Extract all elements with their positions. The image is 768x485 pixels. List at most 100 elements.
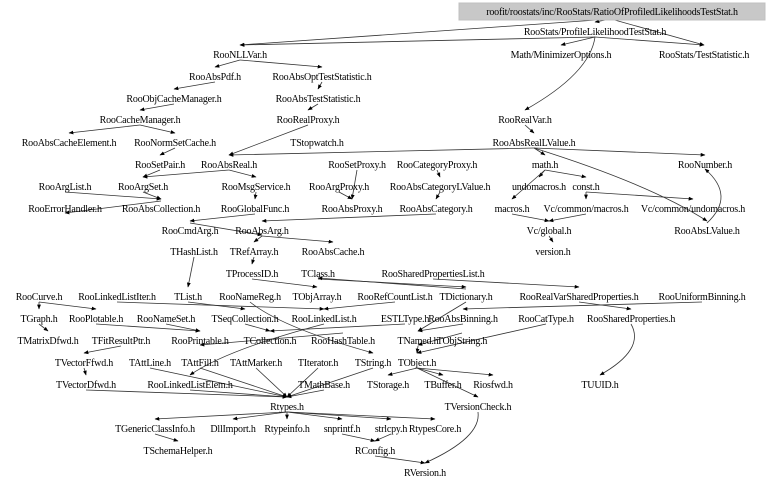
graph-node[interactable]: RooCategoryProxy.h bbox=[397, 160, 478, 171]
dependency-edge bbox=[323, 301, 396, 311]
graph-node[interactable]: RooNameReg.h bbox=[219, 292, 281, 303]
graph-node[interactable]: Math/MinimizerOptions.h bbox=[511, 50, 612, 61]
graph-node[interactable]: RooPlotable.h bbox=[69, 314, 124, 325]
graph-node[interactable]: RtypesCore.h bbox=[409, 424, 462, 435]
graph-node[interactable]: RooRealProxy.h bbox=[277, 115, 340, 126]
graph-node[interactable]: RooCacheManager.h bbox=[100, 115, 181, 126]
graph-node[interactable]: Vc/global.h bbox=[527, 226, 572, 237]
graph-node[interactable]: RooAbsCollection.h bbox=[122, 204, 201, 215]
graph-node[interactable]: RooNumber.h bbox=[678, 160, 733, 171]
graph-node[interactable]: Vc/common/macros.h bbox=[544, 204, 629, 215]
graph-node[interactable]: RVersion.h bbox=[404, 468, 446, 479]
graph-node[interactable]: TObject.h bbox=[398, 358, 437, 369]
graph-node[interactable]: TNamed.h bbox=[398, 336, 439, 347]
graph-node[interactable]: TAttFill.h bbox=[181, 358, 219, 369]
graph-node[interactable]: RooAbsPdf.h bbox=[189, 72, 241, 83]
graph-node[interactable]: TIterator.h bbox=[298, 358, 339, 369]
graph-node[interactable]: RooErrorHandler.h bbox=[28, 204, 102, 215]
graph-node[interactable]: RooUniformBinning.h bbox=[658, 292, 745, 303]
graph-node[interactable]: TVersionCheck.h bbox=[445, 402, 512, 413]
graph-node[interactable]: RooSetPair.h bbox=[135, 160, 186, 171]
graph-node[interactable]: RooNameSet.h bbox=[137, 314, 196, 325]
graph-node[interactable]: RooHashTable.h bbox=[311, 336, 375, 347]
graph-node[interactable]: TVectorFfwd.h bbox=[55, 358, 114, 369]
dependency-edge bbox=[317, 276, 467, 290]
graph-node[interactable]: RooAbsTestStatistic.h bbox=[276, 94, 361, 105]
graph-node[interactable]: TObjArray.h bbox=[293, 292, 342, 303]
graph-node[interactable]: TSeqCollection.h bbox=[211, 314, 278, 325]
graph-node[interactable]: RooSetProxy.h bbox=[328, 160, 386, 171]
graph-node[interactable]: RooAbsReal.h bbox=[201, 160, 258, 171]
graph-node[interactable]: Rtypeinfo.h bbox=[264, 424, 310, 435]
graph-node[interactable]: RooSharedProperties.h bbox=[587, 314, 676, 325]
graph-node[interactable]: DllImport.h bbox=[210, 424, 256, 435]
graph-node[interactable]: TList.h bbox=[174, 292, 202, 303]
graph-node[interactable]: TGraph.h bbox=[21, 314, 58, 325]
graph-node[interactable]: RooObjCacheManager.h bbox=[126, 94, 222, 105]
graph-node[interactable]: RooRefCountList.h bbox=[357, 292, 433, 303]
graph-node[interactable]: RooMsgService.h bbox=[222, 182, 291, 193]
graph-node[interactable]: RooRealVar.h bbox=[498, 115, 552, 126]
root-node[interactable]: roofit/roostats/inc/RooStats/RatioOfProf… bbox=[458, 2, 766, 21]
graph-node[interactable]: RooLinkedListElem.h bbox=[147, 380, 233, 391]
graph-node[interactable]: RooNormSetCache.h bbox=[134, 138, 216, 149]
graph-node[interactable]: RooCatType.h bbox=[518, 314, 574, 325]
graph-node[interactable]: TStorage.h bbox=[367, 380, 410, 391]
graph-node[interactable]: macros.h bbox=[495, 204, 530, 215]
graph-node[interactable]: RooCmdArg.h bbox=[162, 226, 219, 237]
graph-node[interactable]: TFitResultPtr.h bbox=[92, 336, 151, 347]
graph-node[interactable]: RooAbsRealLValue.h bbox=[493, 138, 576, 149]
graph-node[interactable]: RooArgSet.h bbox=[118, 182, 169, 193]
graph-node[interactable]: ESTLType.h bbox=[381, 314, 430, 325]
graph-node[interactable]: TString.h bbox=[355, 358, 392, 369]
graph-node[interactable]: Vc/common/undomacros.h bbox=[641, 204, 746, 215]
graph-node[interactable]: TProcessID.h bbox=[226, 269, 279, 280]
graph-node[interactable]: RooRealVarSharedProperties.h bbox=[519, 292, 638, 303]
graph-node[interactable]: RooAbsOptTestStatistic.h bbox=[272, 72, 372, 83]
graph-node[interactable]: RooLinkedList.h bbox=[291, 314, 356, 325]
graph-node[interactable]: undomacros.h bbox=[512, 182, 566, 193]
graph-node[interactable]: TGenericClassInfo.h bbox=[115, 424, 195, 435]
graph-node[interactable]: RooAbsCategory.h bbox=[399, 204, 472, 215]
graph-node[interactable]: RooAbsCategoryLValue.h bbox=[390, 182, 491, 193]
graph-node[interactable]: Riosfwd.h bbox=[473, 380, 513, 391]
graph-node[interactable]: RooGlobalFunc.h bbox=[221, 204, 290, 215]
graph-node[interactable]: TClass.h bbox=[301, 269, 335, 280]
graph-node[interactable]: RooAbsLValue.h bbox=[674, 226, 740, 237]
graph-node[interactable]: version.h bbox=[535, 247, 571, 258]
graph-node[interactable]: RooCurve.h bbox=[16, 292, 63, 303]
graph-node[interactable]: TCollection.h bbox=[244, 336, 297, 347]
graph-node[interactable]: RooStats/ProfileLikelihoodTestStat.h bbox=[524, 27, 667, 38]
graph-node[interactable]: TVectorDfwd.h bbox=[56, 380, 116, 391]
graph-node[interactable]: TAttLine.h bbox=[129, 358, 171, 369]
graph-node[interactable]: TSchemaHelper.h bbox=[144, 446, 213, 457]
graph-node[interactable]: RConfig.h bbox=[355, 446, 396, 457]
graph-node[interactable]: RooStats/TestStatistic.h bbox=[659, 50, 750, 61]
graph-node[interactable]: TMatrixDfwd.h bbox=[18, 336, 79, 347]
graph-node[interactable]: TBuffer.h bbox=[424, 380, 462, 391]
graph-node[interactable]: RooAbsCacheElement.h bbox=[22, 138, 117, 149]
graph-node[interactable]: TAttMarker.h bbox=[230, 358, 282, 369]
graph-node[interactable]: TUUID.h bbox=[581, 380, 619, 391]
graph-node[interactable]: snprintf.h bbox=[324, 424, 361, 435]
graph-node[interactable]: RooLinkedListIter.h bbox=[78, 292, 156, 303]
graph-node[interactable]: RooAbsCache.h bbox=[302, 247, 365, 258]
graph-node[interactable]: RooArgProxy.h bbox=[309, 182, 370, 193]
graph-node[interactable]: Rtypes.h bbox=[270, 402, 304, 413]
graph-node[interactable]: TDictionary.h bbox=[439, 292, 493, 303]
graph-node[interactable]: RooAbsProxy.h bbox=[322, 204, 383, 215]
graph-node[interactable]: const.h bbox=[572, 182, 600, 193]
graph-node[interactable]: TObjString.h bbox=[437, 336, 488, 347]
graph-node[interactable]: TMathBase.h bbox=[298, 380, 350, 391]
graph-node[interactable]: TRefArray.h bbox=[230, 247, 279, 258]
graph-node[interactable]: THashList.h bbox=[170, 247, 218, 258]
graph-node[interactable]: math.h bbox=[532, 160, 559, 171]
graph-node[interactable]: RooArgList.h bbox=[39, 182, 92, 193]
graph-node[interactable]: RooAbsBinning.h bbox=[428, 314, 498, 325]
graph-node[interactable]: RooPrintable.h bbox=[171, 336, 229, 347]
graph-node[interactable]: RooNLLVar.h bbox=[213, 50, 267, 61]
graph-node[interactable]: RooAbsArg.h bbox=[235, 226, 289, 237]
graph-node[interactable]: strlcpy.h bbox=[375, 424, 408, 435]
graph-node[interactable]: RooSharedPropertiesList.h bbox=[381, 269, 484, 280]
graph-node[interactable]: TStopwatch.h bbox=[290, 138, 344, 149]
